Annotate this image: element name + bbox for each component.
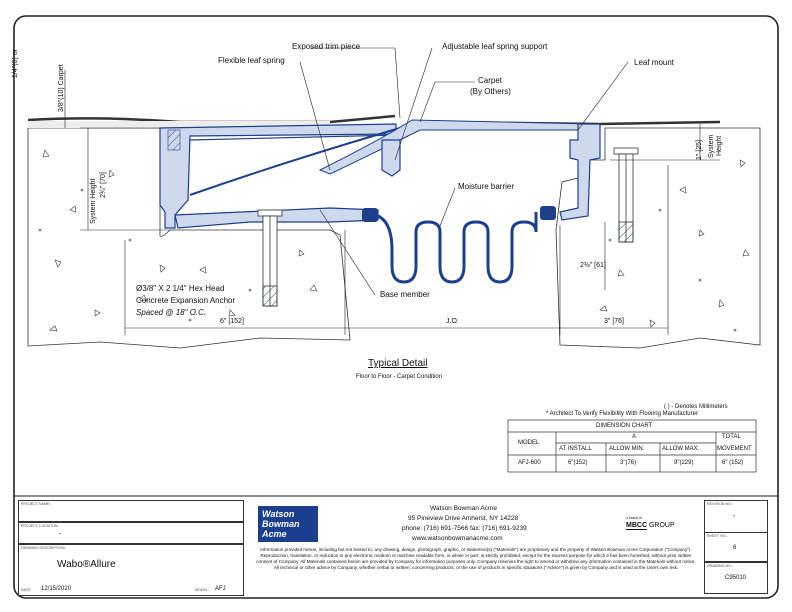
project-location-label: PROJECT LOCATION: (21, 524, 59, 528)
dim-system-height-right-a: System (708, 134, 715, 158)
dim-left-width: 6" [152] (220, 318, 244, 325)
leader-lines (299, 47, 629, 296)
drawing-number-box: DRAWING NO.: C95010 (704, 562, 768, 594)
revision-label: REVISION NO.: (707, 502, 734, 506)
concrete-aggregate (38, 149, 750, 332)
project-location-value: - (59, 531, 62, 538)
anchor-right (613, 147, 639, 243)
flexible-leaf-spring (189, 127, 401, 196)
dim-carpet-thickness-b: 3/8"(10) Carpet (58, 64, 65, 112)
dimension-lines (64, 70, 720, 335)
callout-carpet: Carpet (478, 76, 503, 85)
leaf-mount (559, 123, 601, 221)
company-phone: phone: (716) 691-7566 fax: (716) 691-923… (402, 525, 527, 532)
callout-anchor-line2: Concrete Expansion Anchor (136, 296, 236, 305)
chart-col-model: MODEL (518, 440, 540, 446)
callout-leaf-mount: Leaf mount (634, 58, 675, 67)
dim-right-height-value: 1" [25] (696, 140, 703, 160)
chart-row-min: 3"(76) (620, 460, 637, 466)
sheet-border (13, 15, 779, 599)
callout-base-member: Base member (380, 290, 430, 299)
chart-col-total-b: MOVEMENT (717, 446, 752, 452)
barrier-grip-left (362, 208, 378, 222)
group-prefix: a brand of (626, 516, 642, 520)
dim-joint-opening: J.O. (446, 318, 459, 325)
logo-line1: Watson (262, 509, 295, 519)
company-address: 95 Pineview Drive Amherst, NY 14228 (408, 515, 519, 522)
drawing-subtitle: Floor to Floor - Carpet Condition (356, 374, 443, 380)
callout-adjustable-spring: Adjustable leaf spring support (442, 42, 548, 51)
moisture-barrier (367, 212, 538, 284)
drawing-no-value: C95010 (725, 575, 747, 581)
chart-col-total-a: TOTAL (722, 434, 741, 440)
chart-row-max: 9"(229) (674, 460, 694, 466)
chart-sub-max: ALLOW MAX. (662, 446, 700, 452)
anchor-left (257, 209, 283, 307)
chart-row-install: 6"(152) (568, 460, 588, 466)
chart-title: DIMENSION CHART (596, 423, 653, 429)
adjustable-spring-support (381, 139, 401, 177)
barrier-grip-right (540, 206, 556, 220)
dim-system-height-right-b: Height (716, 135, 723, 156)
drawing-no-label: DRAWING NO.: (707, 564, 734, 568)
callout-exposed-trim: Exposed trim piece (292, 42, 361, 51)
drawing-description-label: DRAWING DESCRIPTION: (21, 546, 66, 550)
sheet-box: SHEET NO.: 6 (704, 532, 768, 562)
dimension-chart-grid (507, 419, 757, 473)
drawing-description-box: DRAWING DESCRIPTION: Wabo®Allure DATE: 1… (18, 544, 244, 596)
note-architect: * Architect To Verify Flexibility With F… (546, 411, 698, 417)
chart-sub-install: AT INSTALL (559, 446, 592, 452)
note-millimeters: ( ) - Denotes Millimeters (664, 404, 728, 410)
logo-line3: Acme (262, 529, 287, 539)
revision-box: REVISION NO.: - (704, 500, 768, 534)
revision-value: - (733, 513, 736, 520)
group-name: MBCC (626, 522, 647, 530)
chart-sub-min: ALLOW MIN. (609, 446, 645, 452)
dim-right-width: 3" [76] (604, 318, 624, 325)
disclaimer: Information provided herein, including b… (256, 547, 696, 570)
model-value: AFJ (215, 586, 226, 592)
drawing-description-value: Wabo®Allure (57, 559, 116, 570)
project-location-box: PROJECT LOCATION: - (18, 522, 244, 544)
company-web: www.watsonbowmanacme.com (412, 535, 503, 542)
date-label: DATE: (21, 588, 32, 592)
model-label: MODEL: (195, 588, 210, 592)
dim-carpet-thickness-a: 1/4"(6) or (12, 49, 19, 78)
right-concrete-slab (555, 127, 761, 349)
callout-carpet-note: (By Others) (470, 87, 511, 96)
sheet-value: 6 (733, 545, 737, 551)
chart-row-total: 6" (152) (722, 460, 744, 466)
group-suffix: GROUP (648, 522, 675, 529)
logo-line2: Bowman (262, 519, 300, 529)
chart-row-model: AFJ-600 (518, 460, 541, 466)
project-name-label: PROJECT NAME: (21, 502, 51, 506)
callout-anchor-line1: Ø3/8" X 2 1/4" Hex Head (136, 284, 225, 293)
chart-col-a: A (632, 434, 637, 440)
callout-moisture-barrier: Moisture barrier (458, 182, 515, 191)
drawing-title: Typical Detail (368, 358, 428, 369)
dim-depth-right: 2⅜" [61] (580, 262, 606, 269)
callout-anchor-line3: Spaced @ 18" O.C. (136, 308, 207, 317)
sheet-label: SHEET NO.: (707, 534, 728, 538)
company-name: Watson Bowman Acme (430, 505, 497, 512)
date-value: 12/15/2020 (41, 586, 72, 592)
company-logo: Watson Bowman Acme (258, 506, 318, 542)
dim-system-height-left: System Height (90, 178, 97, 224)
callout-flexible-spring: Flexible leaf spring (218, 56, 285, 65)
base-hatch (167, 129, 181, 151)
dim-left-height-value: 2¾" [70] (100, 172, 107, 198)
group-logo: a brand of MBCC GROUP (626, 516, 675, 530)
project-name-box: PROJECT NAME: (18, 500, 244, 522)
